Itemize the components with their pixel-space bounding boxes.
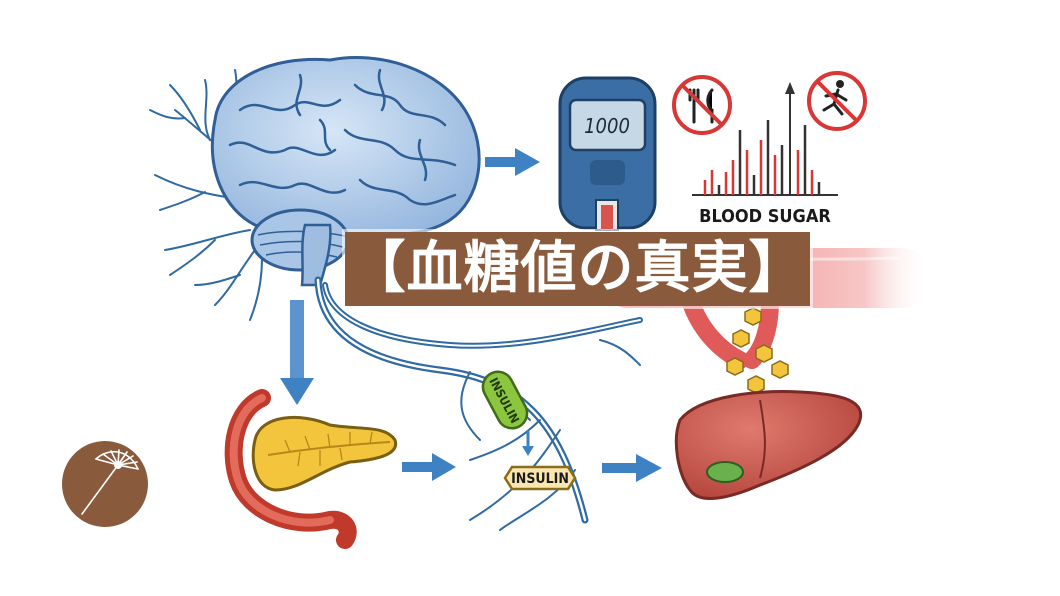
page-title-text: 【血糖値の真実】 (349, 236, 806, 301)
nerve-branches (149, 69, 263, 321)
down-arrow (280, 300, 314, 405)
no-running-icon (807, 71, 867, 131)
brain-icon (210, 55, 481, 287)
nerve-pathways (314, 276, 643, 531)
glucose-meter-icon: 1000 (558, 76, 657, 231)
page-title: 【血糖値の真実】 (345, 232, 810, 306)
glucose-molecule-icon (726, 307, 789, 394)
insulin-tag-label: INSULIN (511, 471, 569, 487)
blood-sugar-chart: BLOOD SUGAR (692, 82, 838, 227)
liver-icon (674, 390, 862, 500)
small-arrow (522, 430, 534, 456)
pancreas-icon (224, 389, 398, 549)
insulin-tag: INSULIN (503, 465, 577, 491)
meter-display: 1000 (584, 114, 630, 138)
no-eating-icon (672, 75, 732, 135)
arrow-pancreas-to-insulin (402, 453, 456, 481)
blood-sugar-label: BLOOD SUGAR (699, 206, 831, 227)
brand-logo-fan-icon (62, 441, 148, 527)
arrow-insulin-to-liver (602, 454, 662, 482)
arrow-brain-to-meter (485, 148, 540, 176)
